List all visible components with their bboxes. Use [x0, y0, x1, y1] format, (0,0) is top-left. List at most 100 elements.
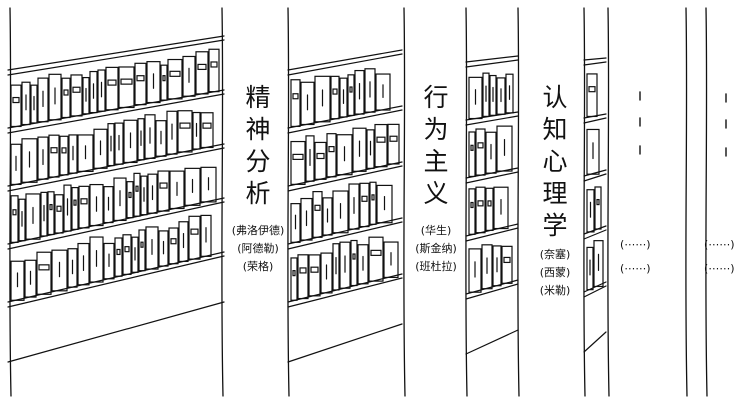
representative-name: (华生) [420, 224, 452, 237]
book-label-mark [162, 75, 166, 82]
book-spine [70, 74, 83, 117]
shelf-base [465, 329, 519, 355]
book-spine [137, 118, 145, 161]
school-name-char: 行 [423, 83, 449, 112]
bookshelves [7, 35, 607, 363]
book-spine [146, 61, 161, 104]
book-label-mark [292, 153, 304, 160]
book-label-mark [352, 253, 356, 260]
book-label-mark [477, 142, 484, 149]
book-label-mark [470, 201, 474, 209]
book-spine [314, 141, 327, 180]
book-spine [493, 186, 509, 230]
representative-name: (弗洛伊德) [231, 224, 285, 237]
book-label-mark [477, 200, 484, 207]
book-label-mark [170, 238, 177, 245]
book-label-mark [107, 79, 117, 86]
book-spine [103, 186, 114, 224]
school-column-psychoanalysis: 精 神 分 析 (弗洛伊德) (阿德勒) (荣格) [231, 82, 285, 276]
book-label-mark [61, 147, 67, 154]
shelf-board [583, 225, 607, 235]
shelf-board [287, 161, 403, 187]
book-spine [352, 127, 367, 172]
school-name-char: 认 [542, 83, 568, 112]
column-dividers [9, 7, 708, 397]
book-spine [36, 251, 52, 295]
book-spine [113, 177, 127, 222]
school-name-char: 分 [245, 147, 271, 176]
book-spine [332, 190, 349, 234]
school-name-char: 为 [423, 115, 449, 144]
book-spine [59, 135, 69, 176]
book-label-mark [361, 195, 368, 202]
book-label-mark [310, 266, 319, 273]
book-spine [184, 167, 201, 206]
book-spine [350, 239, 358, 287]
book-spine [169, 170, 185, 210]
book-label-mark [12, 209, 17, 216]
book-spine [383, 241, 399, 279]
shelf-board-edge [465, 59, 519, 68]
book-spine [496, 77, 506, 115]
book-spine [47, 191, 55, 236]
book-spine [468, 76, 483, 120]
book-spine [501, 245, 513, 284]
book-label-mark [179, 122, 191, 129]
book-label-mark [50, 147, 58, 154]
column-divider-line [287, 7, 290, 397]
book-spine [145, 226, 159, 270]
book-spine [468, 131, 476, 178]
book-label-mark [349, 86, 353, 93]
book-label-mark [128, 191, 132, 199]
book-spine [77, 134, 94, 172]
representative-name: (阿德勒) [237, 242, 279, 255]
book-spine [30, 84, 38, 124]
book-spine [160, 64, 168, 101]
book-spine [387, 123, 400, 165]
book-spine [305, 135, 315, 182]
shelf-board-edge [583, 117, 607, 124]
book-spine [475, 128, 486, 176]
shelf-board-edge [287, 109, 403, 134]
book-label-mark [56, 205, 62, 212]
book-label-mark [73, 199, 77, 206]
column-divider-line [9, 7, 12, 397]
book-label-mark [80, 198, 88, 205]
placeholder-representative: (⋯⋯) [620, 238, 651, 251]
book-spine [133, 172, 141, 217]
representative-name: (奈塞) [539, 248, 571, 261]
book-spine [48, 134, 60, 178]
book-spine [82, 76, 90, 115]
book-spine [290, 203, 301, 243]
book-spine [485, 187, 494, 231]
book-label-mark [596, 198, 600, 206]
book-spine [10, 260, 25, 301]
book-label-mark [136, 75, 145, 82]
ellipsis-marks [639, 91, 727, 157]
book-spine [25, 193, 41, 240]
book-spine [192, 111, 201, 150]
book-spine [357, 244, 369, 285]
shelf-board-edge [583, 229, 607, 240]
book-label-mark [135, 185, 139, 192]
book-spine [339, 241, 351, 289]
book-spine [489, 74, 497, 116]
book-spine [114, 237, 123, 277]
placeholder-representative: (⋯⋯) [620, 262, 651, 275]
book-spine [496, 125, 513, 172]
book-label-mark [159, 182, 168, 189]
book-label-mark [487, 200, 492, 207]
book-label-mark [316, 152, 325, 160]
book-label-mark [210, 61, 218, 68]
shelf-board-edge [287, 221, 403, 250]
book-spine [354, 69, 365, 115]
book-spine [376, 184, 393, 224]
shelf-board [287, 49, 403, 71]
book-label-mark [202, 122, 212, 129]
book-spine [71, 186, 79, 230]
book-spine [168, 227, 179, 265]
book-spine [594, 186, 602, 230]
book-spine [144, 114, 156, 159]
book-spine [140, 175, 148, 216]
shelf-board-edge [7, 93, 225, 134]
